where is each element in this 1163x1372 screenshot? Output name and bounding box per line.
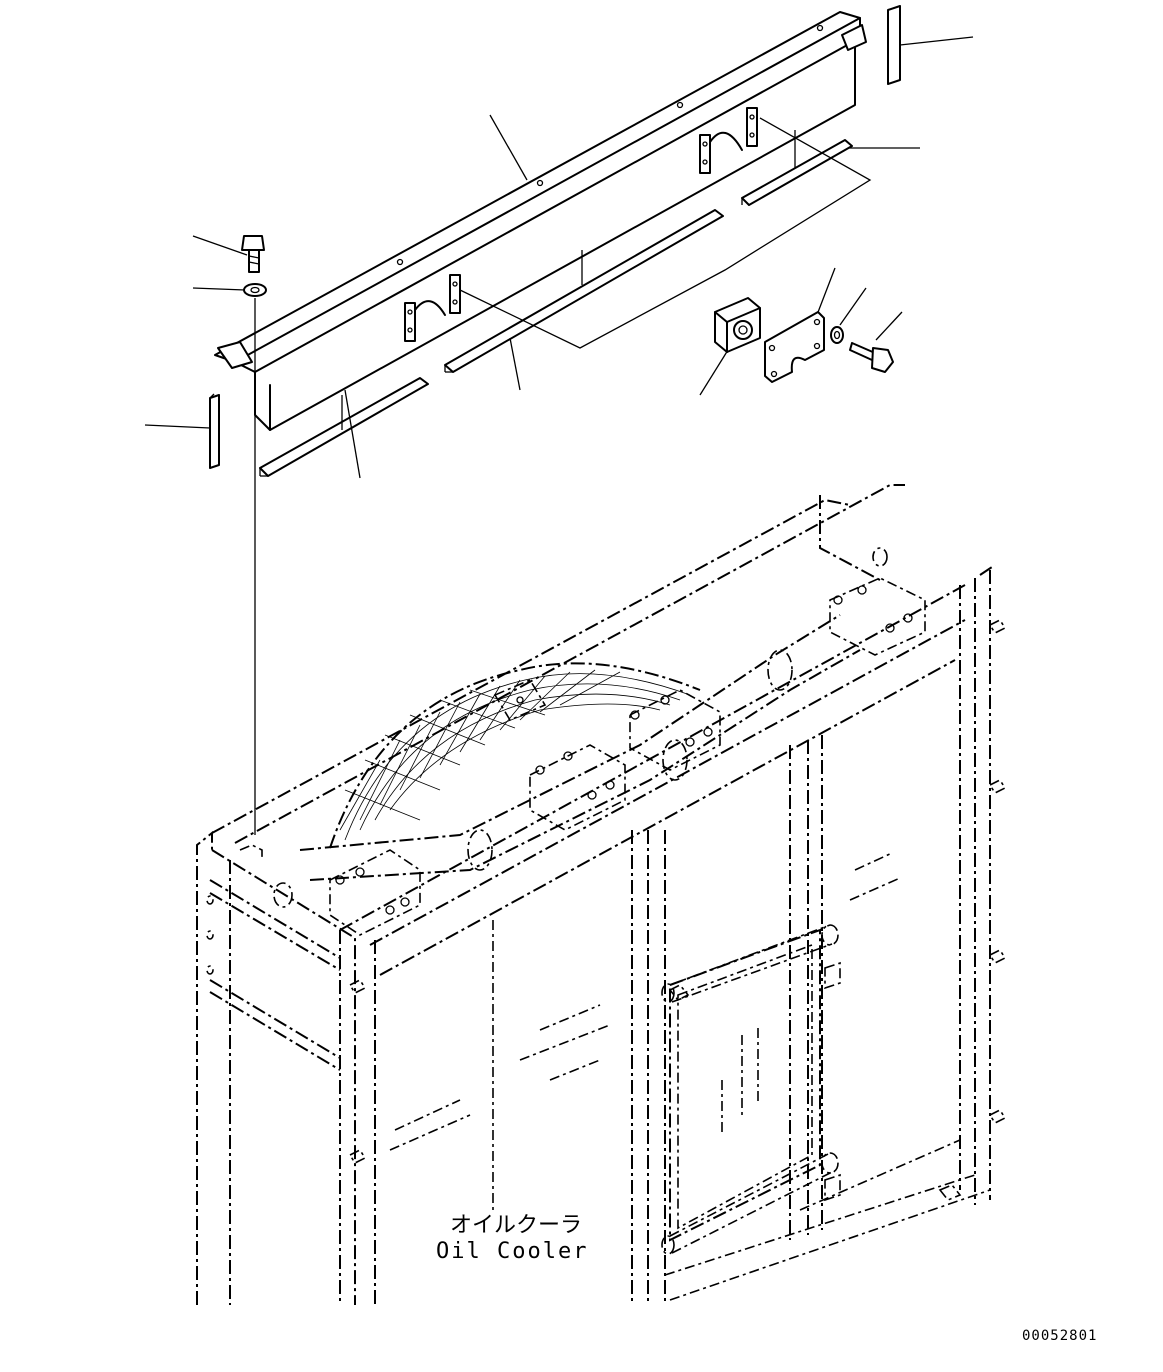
rubber-block-left — [209, 393, 220, 469]
oil-cooler-label-jp: オイルクーラ — [450, 1213, 582, 1238]
rubber-block-right — [887, 5, 901, 85]
washer-right — [830, 326, 844, 344]
document-id: 00052801 — [1022, 1328, 1097, 1344]
clamp-block — [714, 297, 761, 353]
washer-left — [243, 283, 267, 297]
top-bracket — [214, 11, 867, 431]
pipe-clamp-2 — [529, 744, 626, 831]
oil-cooler-core — [661, 924, 962, 1255]
rubber-strip-left — [259, 377, 429, 477]
pipe-assembly — [299, 577, 926, 936]
pipe-clamp-4 — [829, 577, 926, 656]
pipe-clamp-3 — [629, 689, 721, 771]
hose-connector — [493, 678, 547, 722]
pipe-clamp-1 — [329, 849, 421, 936]
bolt-left — [241, 235, 265, 273]
oil-cooler-label-en: Oil Cooler — [436, 1239, 588, 1264]
bracket-tab-1 — [404, 274, 461, 342]
bracket-tab-2 — [699, 107, 758, 174]
rubber-strip-right — [741, 139, 853, 206]
bolt-right — [849, 342, 894, 373]
rubber-strip-center — [444, 209, 724, 373]
clamp-plate — [764, 311, 825, 383]
radiator-frame — [196, 484, 1007, 1305]
leader-lines — [144, 36, 974, 835]
fan-guard-mesh — [329, 662, 701, 849]
